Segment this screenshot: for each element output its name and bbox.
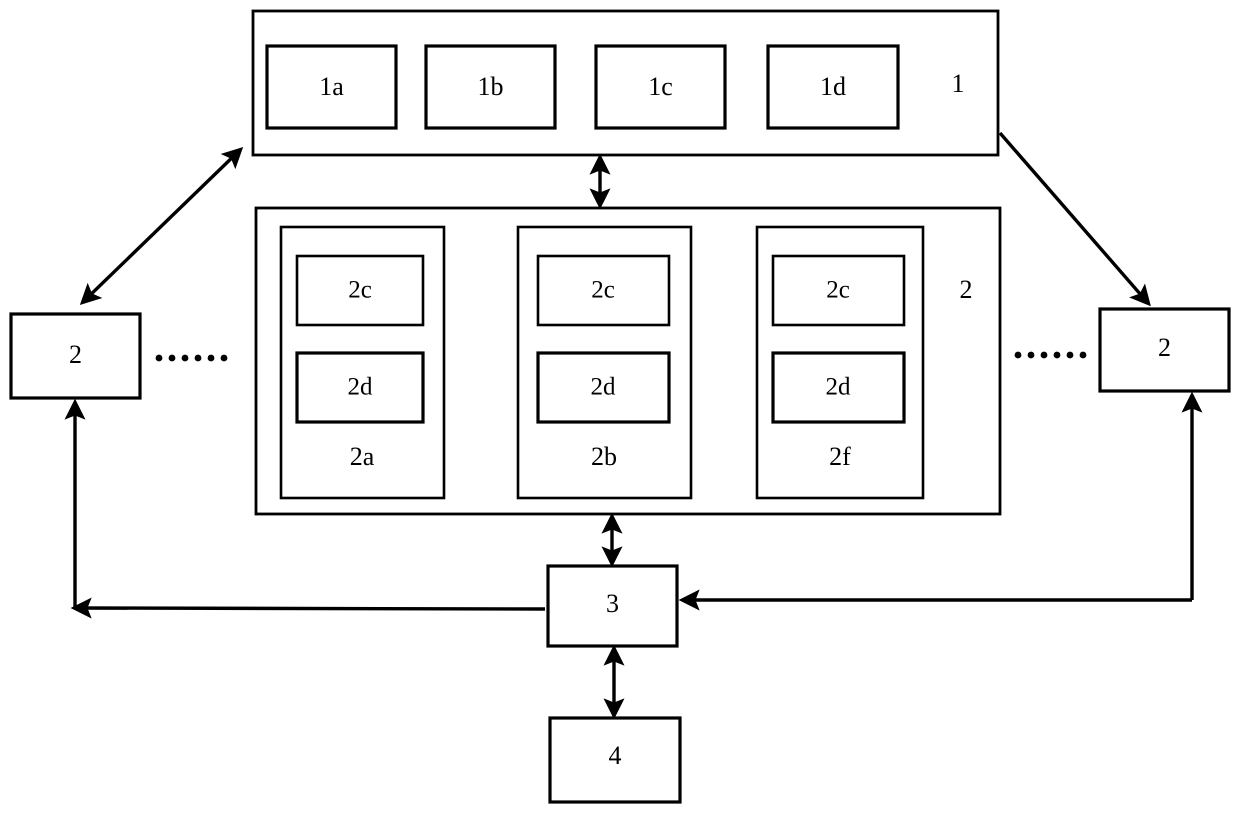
block-2f-group[interactable]: 2c 2d 2f [755, 225, 925, 500]
block-2b-child-2d[interactable]: 2d [536, 351, 671, 424]
block-2a-2d-label: 2d [348, 374, 374, 401]
block-2-container[interactable]: 2c 2d 2a 2c 2d 2b [254, 206, 1002, 516]
block-1d-outline [766, 44, 900, 130]
connector-block1-block2left [79, 146, 244, 306]
block-3-outline [546, 564, 679, 648]
block-2-right[interactable]: 2 [1098, 307, 1231, 393]
block-1d-label: 1d [820, 72, 846, 101]
block-2f-label: 2f [829, 442, 851, 471]
block-2b-2c-label: 2c [591, 277, 615, 304]
block-2f-2d-outline [771, 351, 906, 424]
block-1a-outline [265, 44, 398, 130]
connector-left-into-block3 [70, 597, 546, 619]
block-2b-group[interactable]: 2c 2d 2b [516, 225, 693, 500]
connector-block1-block2right [998, 131, 1151, 307]
block-2a-label: 2a [350, 442, 375, 471]
block-2-right-outline [1098, 307, 1231, 393]
block-2f-child-2d[interactable]: 2d [771, 351, 906, 424]
block-3[interactable]: 3 [546, 564, 679, 648]
block-4-label: 4 [609, 741, 622, 770]
block-2a-2c-label: 2c [348, 277, 372, 304]
block-1-container[interactable]: 1a 1b 1c 1d 1 [251, 9, 1000, 157]
block-2b-label: 2b [591, 442, 617, 471]
block-4-outline [548, 716, 682, 804]
block-2-left-outline [9, 312, 142, 400]
block-2b-2c-outline [536, 254, 671, 327]
block-2b-child-2c[interactable]: 2c [536, 254, 671, 327]
block-2f-child-2c[interactable]: 2c [771, 254, 906, 327]
block-2-left-label: 2 [69, 340, 82, 369]
block-2-label: 2 [960, 275, 973, 304]
block-2b-2d-label: 2d [591, 374, 617, 401]
block-1c[interactable]: 1c [594, 44, 727, 130]
block-1b-label: 1b [478, 72, 504, 101]
block-2a-2c-outline [295, 254, 425, 327]
ellipsis-right [1014, 351, 1087, 359]
block-2f-2c-label: 2c [826, 277, 850, 304]
ellipsis-left [155, 354, 228, 362]
block-2f-2d-label: 2d [826, 374, 852, 401]
block-2-left[interactable]: 2 [9, 312, 142, 400]
block-1a-label: 1a [319, 72, 344, 101]
block-1b-outline [424, 44, 557, 130]
block-1c-outline [594, 44, 727, 130]
block-2b-2d-outline [536, 351, 671, 424]
block-3-label: 3 [606, 589, 619, 618]
block-2a-child-2c[interactable]: 2c [295, 254, 425, 327]
block-1a[interactable]: 1a [265, 44, 398, 130]
block-2a-2d-outline [295, 351, 425, 424]
block-2f-2c-outline [771, 254, 906, 327]
block-1b[interactable]: 1b [424, 44, 557, 130]
block-1-label: 1 [952, 69, 965, 98]
block-2-right-label: 2 [1158, 333, 1171, 362]
block-1d[interactable]: 1d [766, 44, 900, 130]
block-2a-child-2d[interactable]: 2d [295, 351, 425, 424]
block-2a-group[interactable]: 2c 2d 2a [279, 225, 446, 500]
block-1c-label: 1c [648, 72, 673, 101]
block-4[interactable]: 4 [548, 716, 682, 804]
